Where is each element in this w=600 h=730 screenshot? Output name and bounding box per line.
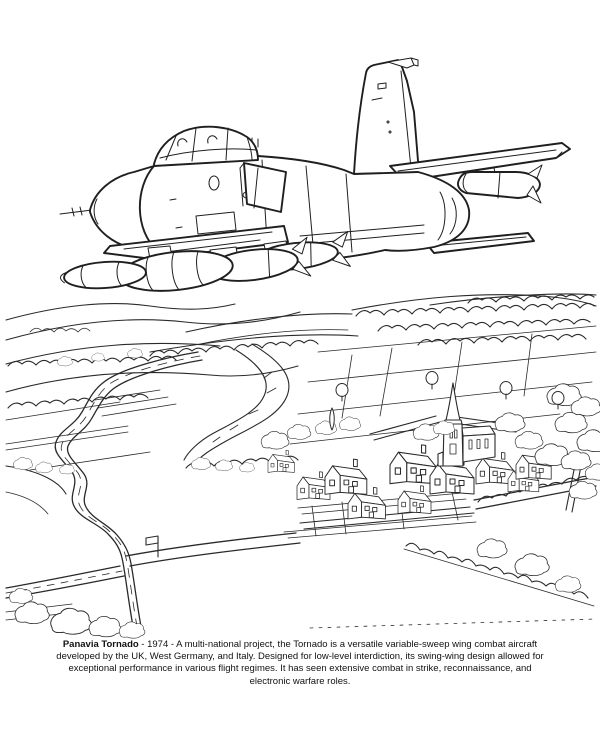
external-stores — [60, 224, 425, 292]
village-houses — [267, 444, 552, 520]
tailplane — [425, 232, 535, 254]
caption: Panavia Tornado - 1974 - A multi-nationa… — [0, 639, 600, 688]
flag-marker — [145, 535, 159, 558]
river — [183, 343, 290, 465]
air-intake — [239, 162, 287, 213]
forest-hedgerows — [7, 294, 595, 607]
drop-tank-small — [60, 260, 147, 290]
caption-line-3: exceptional performance in various fligh… — [68, 663, 532, 675]
landscape-illustration — [5, 293, 600, 639]
winding-road — [54, 351, 203, 633]
trees — [260, 371, 600, 593]
main-wing-right — [389, 142, 571, 204]
hills-ridgelines — [5, 293, 597, 515]
field-boundaries — [5, 325, 597, 471]
underwing-fuel-tank — [457, 164, 543, 204]
road-junction — [5, 532, 301, 621]
cockpit-canopy — [153, 125, 259, 167]
church-spire — [445, 382, 461, 421]
caption-line-1: Panavia Tornado - 1974 - A multi-nationa… — [0, 639, 600, 651]
caption-line-4: electronic warfare roles. — [249, 675, 351, 687]
bottom-field-edge — [309, 618, 597, 629]
church — [437, 382, 496, 467]
bushes — [9, 348, 255, 639]
radome-nose — [89, 165, 159, 252]
caption-title: Panavia Tornado — [62, 639, 139, 650]
tail-fin — [353, 57, 420, 175]
caption-line-1-rest: - 1974 - A multi-national project, the T… — [138, 639, 538, 650]
pitot-tube — [59, 206, 93, 217]
tornado-aircraft — [59, 57, 571, 292]
caption-line-2: developed by the UK, West Germany, and I… — [56, 651, 544, 663]
